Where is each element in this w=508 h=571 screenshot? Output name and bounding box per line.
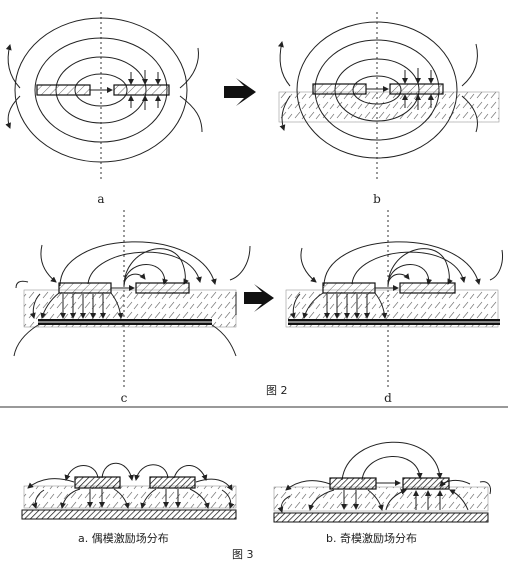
panel-c-label: c <box>121 391 128 405</box>
panel-c-diagram: c <box>13 210 251 405</box>
panel-b-diagram: b <box>277 12 500 206</box>
panel-a-label: a <box>97 192 104 206</box>
panel-d-diagram: d <box>285 210 503 405</box>
figure-3-caption: 图 3 <box>232 548 254 561</box>
panel-d-label: d <box>384 391 392 405</box>
figure-3b-caption: b. 奇模激励场分布 <box>326 531 417 545</box>
figure-3a-caption: a. 偶模激励场分布 <box>78 531 169 545</box>
transition-arrow-top <box>224 78 256 106</box>
figure-3a-even-mode: a. 偶模激励场分布 <box>21 462 237 545</box>
transition-arrow-bottom <box>244 284 274 312</box>
figure-3b-odd-mode: b. 奇模激励场分布 <box>273 441 491 545</box>
panel-b-label: b <box>373 192 381 206</box>
figure-2-caption: 图 2 <box>266 384 288 397</box>
panel-a-diagram: a <box>5 12 203 206</box>
